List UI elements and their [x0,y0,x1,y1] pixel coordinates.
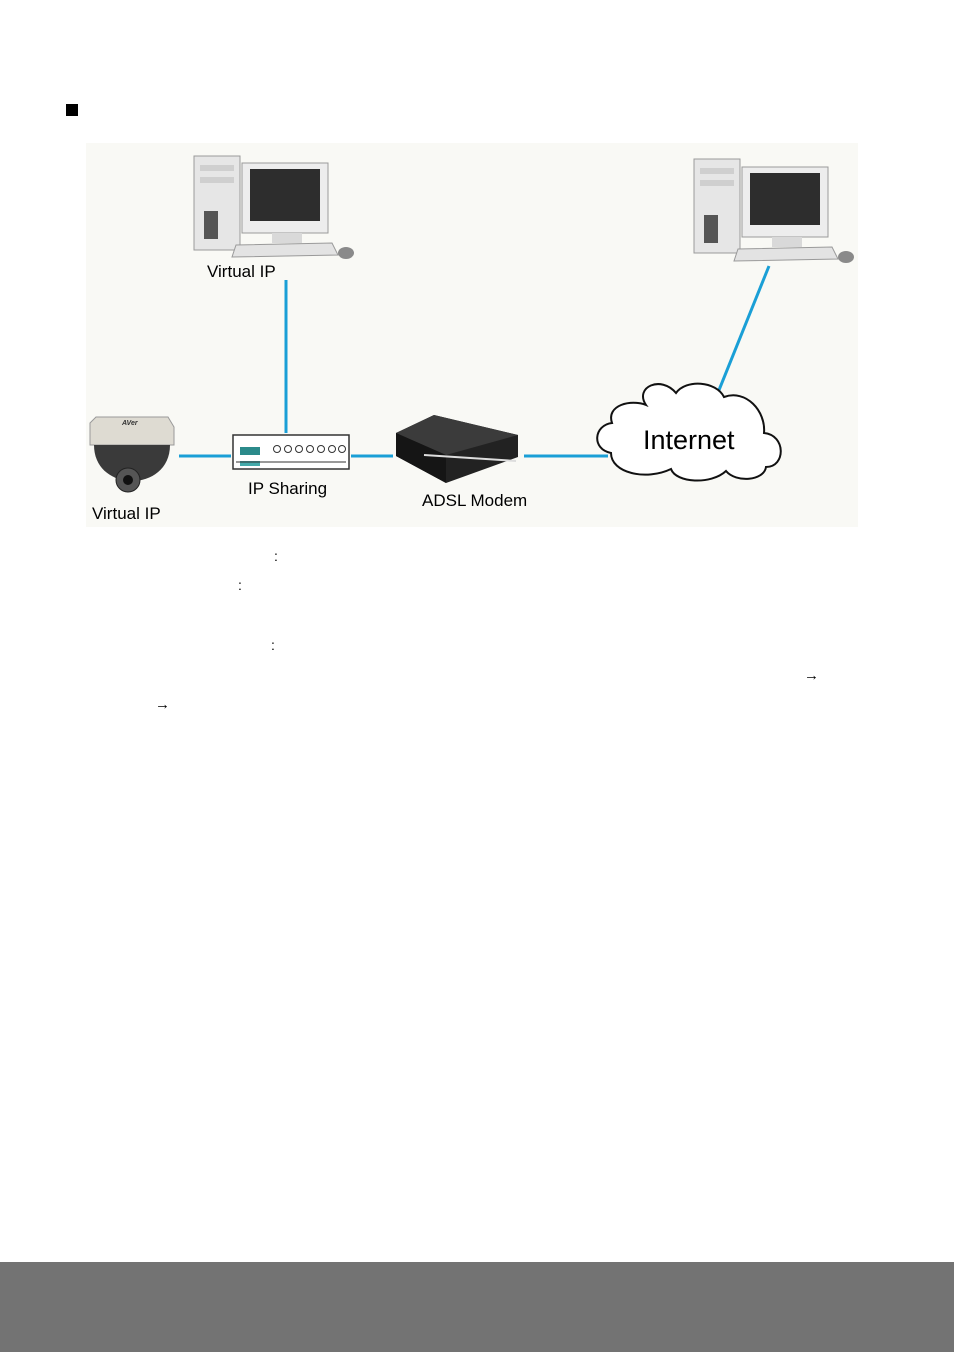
link-internet-remote-pc [713,265,771,401]
section-bullet-square [66,104,78,116]
arrow-right-1: → [804,667,819,684]
colon-3: : [271,637,275,653]
label-camera-virtual-ip: Virtual IP [92,504,161,523]
page-footer-bar [0,1262,954,1352]
label-internet: Internet [643,425,735,455]
colon-1: : [274,548,278,564]
ip-sharing-router-icon [232,434,350,470]
label-adsl-modem: ADSL Modem [422,491,528,510]
dome-camera-icon [89,416,175,493]
network-diagram: Virtual IP Virtual IP IP Sharing ADSL Mo… [86,143,858,527]
label-ip-sharing: IP Sharing [248,479,328,498]
connection-lines [179,265,771,458]
local-computer-icon [193,155,354,259]
network-diagram-canvas [89,155,854,493]
arrow-right-2: → [155,696,170,713]
remote-computer-icon [693,158,854,263]
colon-2: : [238,577,242,593]
camera-brand-logo: AVer [122,420,138,427]
internet-cloud-icon [596,382,782,482]
label-local-pc-virtual-ip: Virtual IP [207,262,276,281]
adsl-modem-icon [396,415,518,483]
